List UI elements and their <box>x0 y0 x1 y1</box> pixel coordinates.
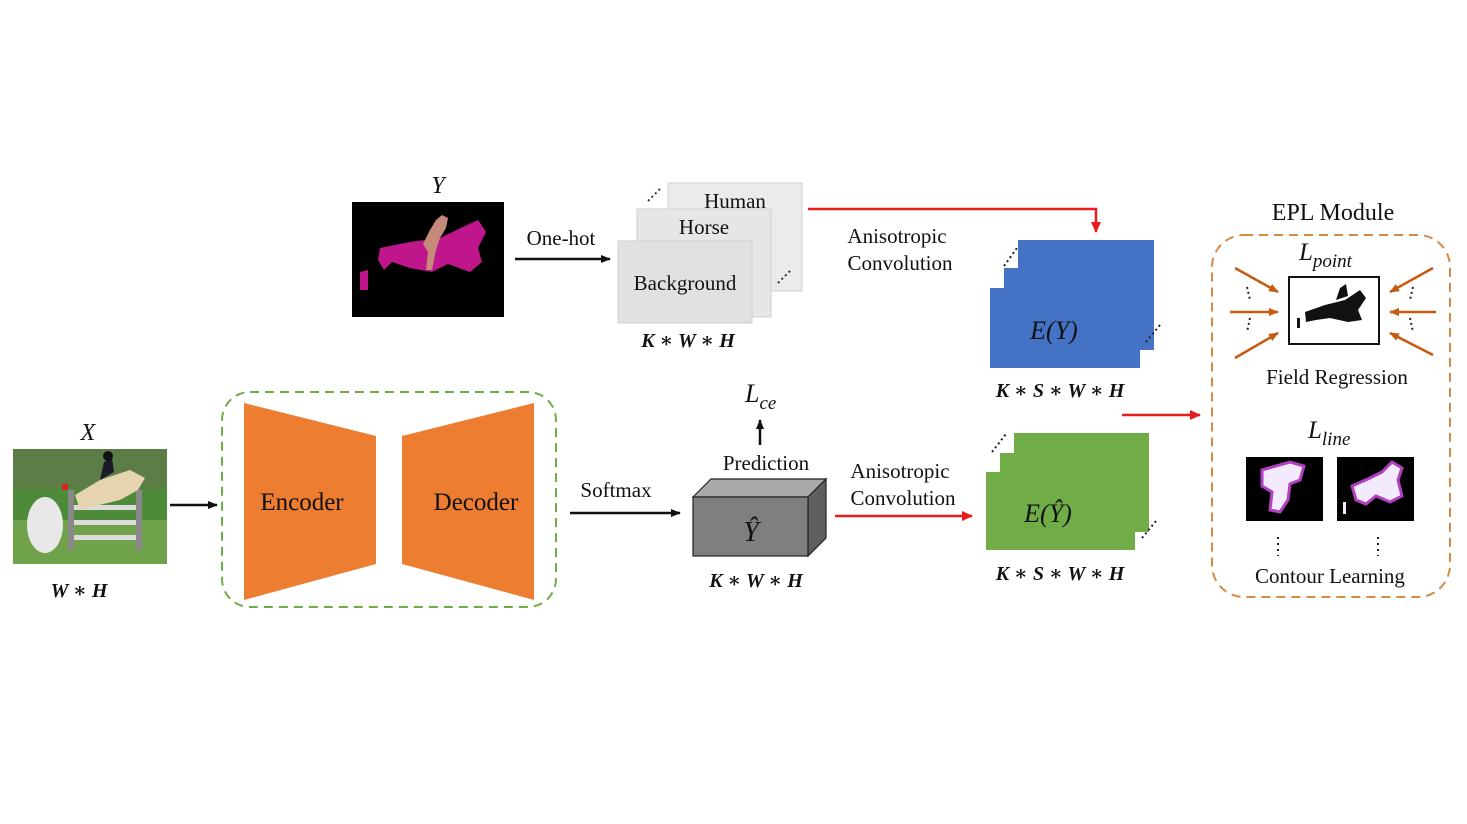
background-label: Background <box>634 271 737 295</box>
ey-stack <box>990 240 1154 368</box>
aniso-top-line2: Convolution <box>847 251 953 275</box>
onehot-stack <box>617 182 803 324</box>
lline-label: Lline <box>1307 417 1350 450</box>
epl-box <box>1211 234 1451 598</box>
top-red-arrow <box>808 207 1101 233</box>
contour-map-right <box>1337 457 1414 521</box>
contour-map-left <box>1246 457 1323 521</box>
eyhat-label: E(Ŷ) <box>1023 499 1072 528</box>
yhat-label: Ŷ <box>743 517 762 548</box>
encoder-label: Encoder <box>260 489 344 516</box>
contour-learning-label: Contour Learning <box>1255 564 1405 588</box>
prediction-cube <box>691 477 828 558</box>
y-symbol: Y <box>431 173 447 199</box>
softmax-label: Softmax <box>580 478 652 502</box>
human-label: Human <box>704 189 766 213</box>
x-symbol: X <box>80 420 97 446</box>
decoder-label: Decoder <box>434 489 519 516</box>
aniso-top-line1: Anisotropic <box>847 224 946 248</box>
encoder-decoder-box <box>221 391 557 608</box>
onehot-dots-top <box>647 186 663 202</box>
aniso-bot-line1: Anisotropic <box>850 459 949 483</box>
prediction-label: Prediction <box>723 451 810 475</box>
eyhat-stack <box>986 433 1149 550</box>
eyhat-dots-top <box>991 433 1007 453</box>
onehot-dims: K ∗ W ∗ H <box>640 330 736 352</box>
field-regression-label: Field Regression <box>1266 365 1408 389</box>
field-arrows <box>1230 266 1436 360</box>
aniso-bot-line2: Convolution <box>850 486 956 510</box>
encoder-block <box>244 403 376 600</box>
lpoint-label: Lpoint <box>1298 239 1353 272</box>
horse-label: Horse <box>679 215 729 239</box>
ey-dims: K ∗ S ∗ W ∗ H <box>995 380 1126 402</box>
ey-label: E(Y) <box>1029 316 1078 345</box>
decoder-block <box>402 403 534 600</box>
lce-label: Lce <box>744 379 776 414</box>
ey-dots-bottom <box>1145 324 1161 343</box>
field-regression-figure <box>1288 276 1380 345</box>
ground-truth-mask <box>352 202 504 317</box>
eyhat-dots-bottom <box>1141 520 1157 539</box>
onehot-label: One-hot <box>527 226 596 250</box>
eyhat-dims: K ∗ S ∗ W ∗ H <box>995 563 1126 585</box>
input-photo <box>13 449 167 564</box>
ey-dots-top <box>1003 247 1018 267</box>
onehot-layer-background <box>617 240 753 324</box>
onehot-dots-bottom <box>777 268 793 284</box>
input-dims: W ∗ H <box>51 580 109 602</box>
epl-title: EPL Module <box>1272 200 1394 226</box>
pred-dims: K ∗ W ∗ H <box>708 570 804 592</box>
